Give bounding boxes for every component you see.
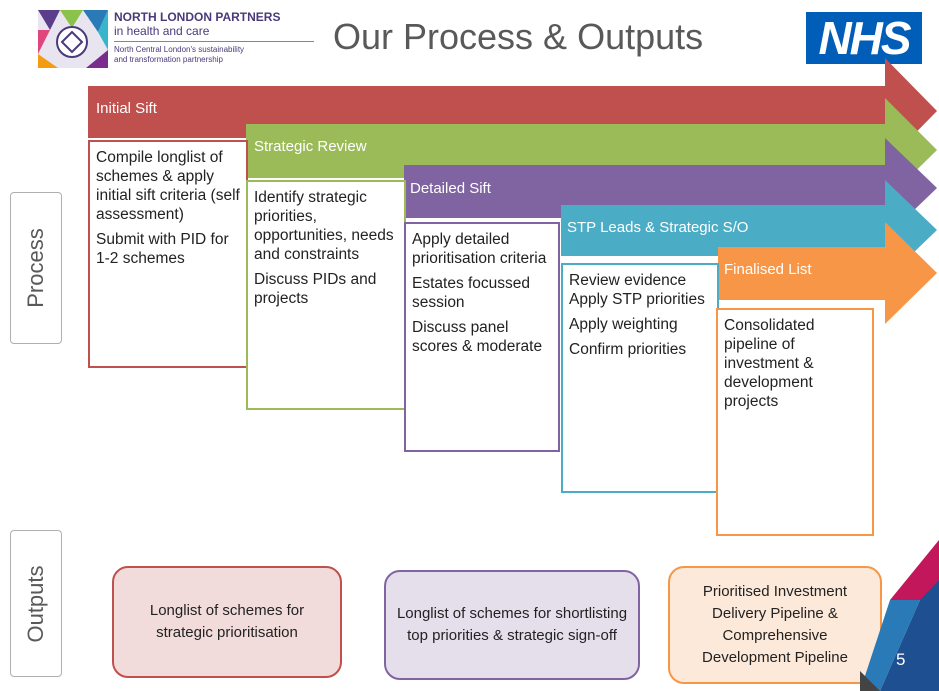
stage-label-stp-leads: STP Leads & Strategic S/O — [567, 219, 749, 236]
stage-item: Compile longlist of schemes & apply init… — [96, 149, 240, 223]
arrow-finalised-list — [718, 222, 937, 324]
logo-divider — [114, 41, 314, 42]
stage-item: Discuss PIDs and projects — [254, 271, 377, 307]
stage-box-stp-leads: Review evidence Apply STP priorities App… — [561, 263, 719, 493]
stage-item: Submit with PID for 1-2 schemes — [96, 231, 229, 267]
stage-item: Estates focussed session — [412, 275, 531, 311]
page-title: Our Process & Outputs — [333, 16, 704, 57]
stage-item: Apply weighting — [569, 316, 678, 333]
stage-item: Identify strategic priorities, opportuni… — [254, 189, 394, 263]
stage-item: Confirm priorities — [569, 341, 687, 358]
org-name: NORTH LONDON PARTNERS — [114, 10, 281, 24]
stage-item: Apply detailed prioritisation criteria — [412, 231, 547, 267]
stage-label-initial-sift: Initial Sift — [96, 100, 157, 117]
nhs-logo: NHS — [806, 12, 922, 64]
stage-label-strategic-review: Strategic Review — [254, 138, 367, 155]
output-box-3: Prioritised Investment Delivery Pipeline… — [668, 566, 882, 684]
outputs-side-label: Outputs — [10, 530, 62, 677]
org-tagline-2: and transformation partnership — [114, 55, 223, 64]
stage-item: Discuss panel scores & moderate — [412, 319, 543, 355]
stage-box-finalised-list: Consolidated pipeline of investment & de… — [716, 308, 874, 536]
stage-label-finalised-list: Finalised List — [724, 261, 812, 278]
partnership-logo: NORTH LONDON PARTNERS in health and care… — [38, 10, 328, 72]
process-side-label: Process — [10, 192, 62, 344]
page-number: 5 — [896, 650, 906, 669]
output-box-2: Longlist of schemes for shortlisting top… — [384, 570, 640, 680]
process-label-text: Process — [23, 228, 48, 308]
stage-box-initial-sift: Compile longlist of schemes & apply init… — [88, 140, 248, 368]
org-tagline-1: North Central London's sustainability — [114, 45, 245, 54]
stage-box-detailed-sift: Apply detailed prioritisation criteria E… — [404, 222, 560, 452]
org-subtitle: in health and care — [114, 24, 210, 38]
corner-decoration-icon — [860, 540, 939, 691]
stage-item: Review evidence Apply STP priorities — [569, 272, 705, 308]
partnership-emblem-icon — [38, 10, 108, 68]
stage-box-strategic-review: Identify strategic priorities, opportuni… — [246, 180, 406, 410]
output-box-1: Longlist of schemes for strategic priori… — [112, 566, 342, 678]
stage-item: Consolidated pipeline of investment & de… — [724, 317, 815, 410]
stage-label-detailed-sift: Detailed Sift — [410, 180, 491, 197]
outputs-label-text: Outputs — [23, 564, 48, 643]
